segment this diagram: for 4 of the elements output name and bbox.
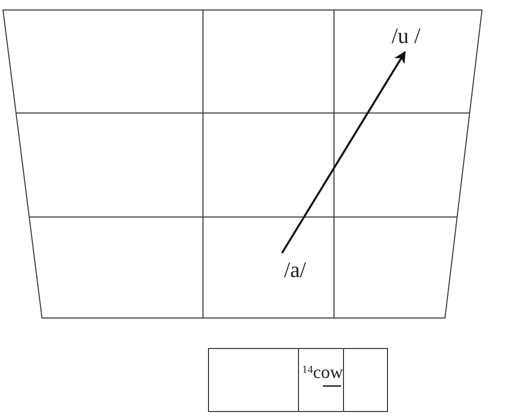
arrow [281, 50, 406, 254]
example-word: $^{14}$cow [302, 363, 343, 381]
phoneme-label: /u / [392, 25, 420, 47]
phoneme-label: /a/ [284, 259, 306, 281]
